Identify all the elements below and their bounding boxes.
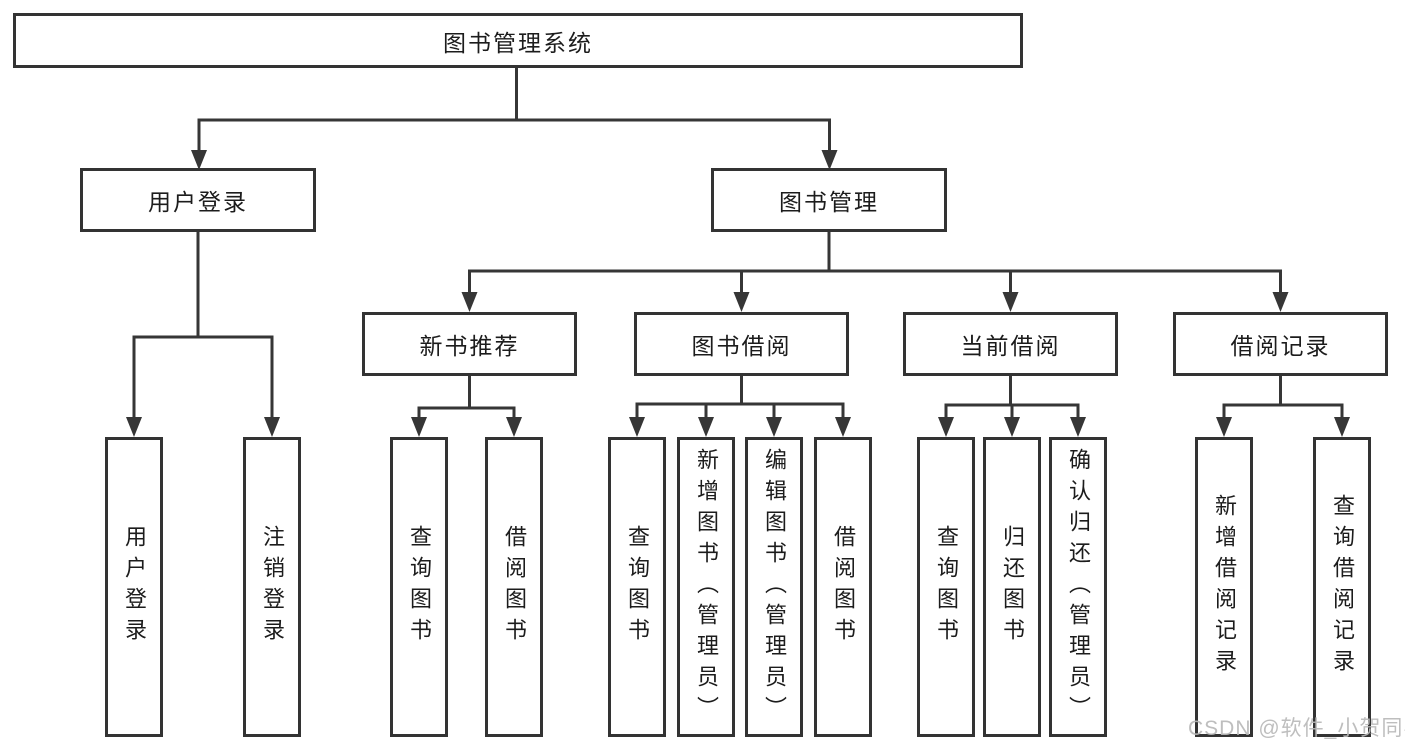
node-root-system: 图书管理系统 bbox=[13, 13, 1023, 68]
leaf-logout: 注销登录 bbox=[243, 437, 301, 737]
leaf-query-books-current: 查询图书 bbox=[917, 437, 975, 737]
node-borrowing-records: 借阅记录 bbox=[1173, 312, 1388, 376]
leaf-edit-book-admin: 编辑图书（管理员） bbox=[745, 437, 803, 737]
arrow-icon bbox=[835, 417, 851, 437]
arrow-icon bbox=[264, 417, 280, 437]
arrow-icon bbox=[411, 417, 427, 437]
arrow-icon bbox=[461, 292, 478, 312]
arrow-icon bbox=[1272, 292, 1289, 312]
node-book-borrowing: 图书借阅 bbox=[634, 312, 849, 376]
arrow-icon bbox=[506, 417, 522, 437]
leaf-borrow-books-recommend: 借阅图书 bbox=[485, 437, 543, 737]
leaf-query-books-recommend: 查询图书 bbox=[390, 437, 448, 737]
leaf-query-borrow-record: 查询借阅记录 bbox=[1313, 437, 1371, 737]
leaf-add-borrow-record: 新增借阅记录 bbox=[1195, 437, 1253, 737]
node-new-book-recommend: 新书推荐 bbox=[362, 312, 577, 376]
arrow-icon bbox=[821, 150, 838, 170]
arrow-icon bbox=[1216, 417, 1232, 437]
leaf-borrow-books-borrowing: 借阅图书 bbox=[814, 437, 872, 737]
arrow-icon bbox=[698, 417, 714, 437]
leaf-user-login: 用户登录 bbox=[105, 437, 163, 737]
arrow-icon bbox=[766, 417, 782, 437]
arrow-icon bbox=[1004, 417, 1020, 437]
node-user-login: 用户登录 bbox=[80, 168, 316, 232]
arrow-icon bbox=[1070, 417, 1086, 437]
leaf-add-book-admin: 新增图书（管理员） bbox=[677, 437, 735, 737]
leaf-query-books-borrowing: 查询图书 bbox=[608, 437, 666, 737]
arrow-icon bbox=[938, 417, 954, 437]
arrow-icon bbox=[733, 292, 750, 312]
leaf-return-books: 归还图书 bbox=[983, 437, 1041, 737]
csdn-watermark: CSDN @软件_小贺同学 bbox=[1188, 717, 1405, 740]
node-book-management: 图书管理 bbox=[711, 168, 947, 232]
node-current-borrowing: 当前借阅 bbox=[903, 312, 1118, 376]
arrow-icon bbox=[1334, 417, 1350, 437]
leaf-confirm-return-admin: 确认归还（管理员） bbox=[1049, 437, 1107, 737]
arrow-icon bbox=[1002, 292, 1019, 312]
arrowheads bbox=[126, 150, 1350, 437]
arrow-icon bbox=[126, 417, 142, 437]
arrow-icon bbox=[629, 417, 645, 437]
arrow-icon bbox=[191, 150, 207, 170]
